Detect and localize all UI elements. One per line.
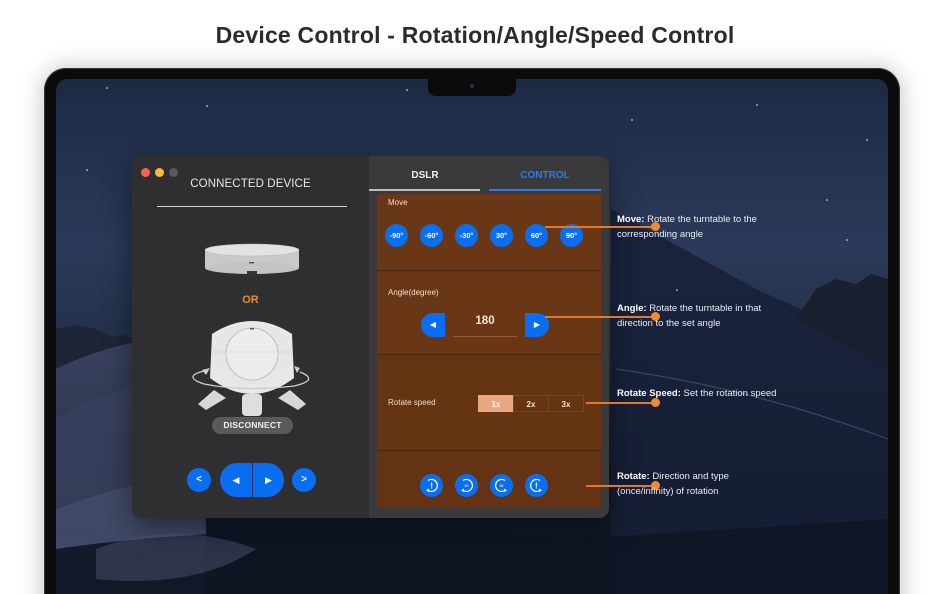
callout-angle-title: Angle: [617, 303, 647, 314]
callout-rotate-speed: Rotate Speed: Set the rotation speed [617, 386, 787, 401]
title-divider [157, 206, 347, 207]
rotate-infinite-ccw-icon: ∞ [461, 478, 473, 493]
star [206, 105, 208, 107]
rotate-once-ccw-icon [426, 478, 438, 493]
zoom-window-button[interactable] [169, 168, 178, 177]
rotate-once-cw-icon [530, 478, 542, 493]
callout-connector-speed [586, 402, 653, 404]
desktop-screen: CONNECTED DEVICE OR [56, 79, 888, 594]
svg-text:∞: ∞ [464, 483, 469, 490]
star [86, 169, 88, 171]
star [846, 239, 848, 241]
previous-device-button[interactable]: < [187, 468, 211, 492]
star [756, 104, 758, 106]
callout-move-title: Move: [617, 214, 645, 225]
star [631, 119, 633, 121]
camera-notch [428, 79, 516, 96]
rotate-infinite-cw-button[interactable]: ∞ [490, 474, 513, 497]
star [866, 139, 868, 141]
star [826, 199, 828, 201]
tab-control[interactable]: CONTROL [520, 170, 570, 181]
move-buttons: -90° -60° -30° 30° 60° 90° [385, 224, 583, 247]
angle-stepper: ◀ 180 ▶ [421, 313, 549, 337]
speed-segmented-control: 1x 2x 3x [478, 395, 584, 412]
callout-rotate: Rotate: Direction and type (once/infinit… [617, 469, 787, 499]
rotate-section: ∞ ∞ [377, 451, 601, 507]
speed-section: Rotate speed 1x 2x 3x [377, 355, 601, 451]
angle-input[interactable]: 180 [475, 315, 495, 327]
control-pane: DSLR CONTROL Move -90° -60° -30° 30° 60° [369, 156, 609, 518]
callout-angle: Angle: Rotate the turntable in that dire… [617, 301, 787, 331]
tab-bar: DSLR CONTROL [369, 156, 609, 191]
minimize-window-button[interactable] [155, 168, 164, 177]
app-window: CONNECTED DEVICE OR [132, 156, 609, 518]
rotate-once-cw-button[interactable] [525, 474, 548, 497]
rotate-infinite-cw-icon: ∞ [495, 478, 507, 493]
move-minus-90-button[interactable]: -90° [385, 224, 408, 247]
rotate-infinite-ccw-button[interactable]: ∞ [455, 474, 478, 497]
callout-rotate-title: Rotate: [617, 471, 650, 482]
star [676, 289, 678, 291]
callout-connector-angle [545, 316, 653, 318]
angle-label: Angle(degree) [388, 288, 439, 297]
laptop-frame: CONNECTED DEVICE OR [44, 68, 900, 594]
next-device-button[interactable]: > [292, 468, 316, 492]
or-label: OR [242, 294, 259, 306]
tab-dslr-underline [369, 189, 480, 191]
callout-dot-angle [651, 312, 660, 321]
callout-speed-title: Rotate Speed: [617, 388, 681, 399]
callout-move-text: Rotate the turntable to the correspondin… [617, 214, 757, 240]
callout-move: Move: Rotate the turntable to the corres… [617, 212, 787, 242]
star [406, 89, 408, 91]
callout-dot-move [651, 222, 660, 231]
rotate-buttons: ∞ ∞ [420, 474, 548, 497]
close-window-button[interactable] [141, 168, 150, 177]
svg-text:∞: ∞ [499, 483, 504, 490]
speed-1x-option[interactable]: 1x [478, 395, 514, 412]
angle-input-underline [453, 336, 517, 337]
disconnect-button[interactable]: DISCONNECT [212, 417, 293, 434]
move-minus-60-button[interactable]: -60° [420, 224, 443, 247]
callout-angle-text: Rotate the turntable in that direction t… [617, 303, 762, 329]
spherical-turntable-image [192, 321, 310, 416]
angle-section: Angle(degree) ◀ 180 ▶ [377, 271, 601, 355]
window-controls [141, 168, 178, 177]
callout-rotate-text: Direction and type (once/infinity) of ro… [617, 471, 729, 497]
move-90-button[interactable]: 90° [560, 224, 583, 247]
callout-speed-text: Set the rotation speed [680, 388, 777, 399]
speed-2x-option[interactable]: 2x [513, 395, 549, 412]
manual-rotate-pill: ◀ ▶ [220, 463, 284, 497]
rotate-speed-label: Rotate speed [388, 398, 436, 407]
camera-icon [470, 84, 474, 88]
move-section: Move -90° -60° -30° 30° 60° 90° [377, 194, 601, 271]
callout-dot-speed [651, 398, 660, 407]
page-title: Device Control - Rotation/Angle/Speed Co… [215, 22, 735, 48]
callout-dot-rotate [651, 481, 660, 490]
connected-device-pane: CONNECTED DEVICE OR [132, 156, 369, 518]
angle-rotate-left-button[interactable]: ◀ [421, 313, 445, 337]
rotate-right-button[interactable]: ▶ [252, 463, 284, 497]
move-30-button[interactable]: 30° [490, 224, 513, 247]
move-minus-30-button[interactable]: -30° [455, 224, 478, 247]
control-area: Move -90° -60° -30° 30° 60° 90° Angle(de… [377, 194, 601, 507]
rotate-once-ccw-button[interactable] [420, 474, 443, 497]
callout-connector-move [545, 226, 653, 228]
move-60-button[interactable]: 60° [525, 224, 548, 247]
move-label: Move [388, 198, 408, 207]
star [106, 87, 108, 89]
tab-control-underline [489, 189, 601, 191]
turntable-device-image [204, 243, 300, 275]
connected-device-title: CONNECTED DEVICE [190, 178, 311, 190]
tab-dslr[interactable]: DSLR [411, 170, 439, 181]
speed-3x-option[interactable]: 3x [548, 395, 584, 412]
rotate-left-button[interactable]: ◀ [232, 475, 240, 485]
callout-connector-rotate [586, 485, 653, 487]
